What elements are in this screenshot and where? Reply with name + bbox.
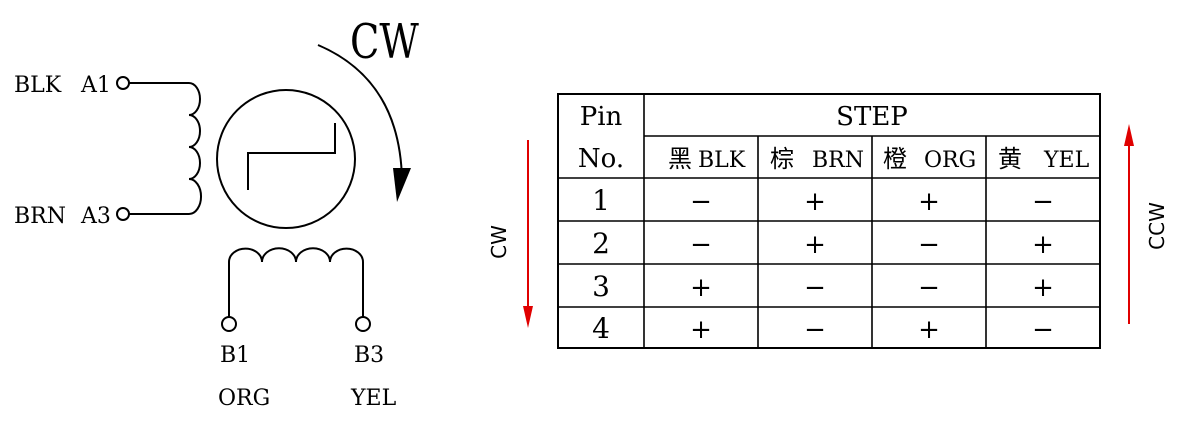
pin-a1-color-label: BLK	[14, 73, 62, 98]
coil-b	[228, 247, 364, 317]
pin-b1-color-label: ORG	[218, 386, 270, 411]
column-header-cn: 黑	[668, 145, 692, 173]
pin-b1-name-label: B1	[220, 343, 250, 368]
pin-b1-terminal	[221, 316, 237, 332]
table-cell: −	[804, 273, 826, 303]
pin-b3-color-label: YEL	[350, 386, 397, 411]
row-number: 1	[592, 184, 610, 217]
table-cell: −	[1032, 187, 1054, 217]
column-header-yel: 黄 YEL	[998, 145, 1090, 173]
table-cell: +	[918, 315, 940, 345]
column-header-cn: 橙	[883, 145, 907, 173]
table-cell: +	[804, 230, 826, 260]
cw-rotation-label: CW	[350, 15, 419, 70]
column-header-cn: 棕	[770, 145, 794, 173]
row-number: 3	[592, 270, 610, 303]
pin-b3-terminal	[355, 316, 371, 332]
table-corner-no: No.	[578, 144, 624, 174]
table-row: 3 + − − +	[592, 270, 1054, 303]
motor-wiring-schematic: CW BLK A1 BRN A3 B1 B3 ORG YEL	[14, 15, 419, 411]
table-row: 1 − + + −	[592, 184, 1054, 217]
pin-a3-name-label: A3	[80, 204, 111, 229]
table-row: 4 + − + −	[592, 312, 1054, 345]
row-number: 2	[592, 227, 610, 260]
table-cell: −	[804, 315, 826, 345]
table-cell: +	[804, 187, 826, 217]
column-header-en: BRN	[812, 148, 864, 173]
pin-a1-terminal	[116, 76, 130, 90]
pin-b3-name-label: B3	[354, 343, 384, 368]
step-symbol	[247, 123, 336, 190]
table-cell: +	[918, 187, 940, 217]
step-sequence-table: Pin No. STEP 黑 BLK 棕 BRN 橙 ORG 黄 YEL 1 −…	[557, 93, 1101, 349]
column-header-en: YEL	[1043, 148, 1090, 173]
table-cell: +	[1032, 273, 1054, 303]
column-header-brn: 棕 BRN	[770, 145, 864, 173]
column-header-blk: 黑 BLK	[668, 145, 746, 173]
column-header-en: ORG	[924, 148, 976, 173]
column-header-en: BLK	[698, 148, 746, 173]
column-header-org: 橙 ORG	[883, 145, 976, 173]
cw-rotation-arc	[317, 44, 403, 181]
coil-a	[129, 82, 203, 215]
table-cell: +	[1032, 230, 1054, 260]
cw-arrowhead	[393, 168, 411, 202]
cw-direction-label: CW	[487, 225, 511, 259]
table-corner-pin: Pin	[580, 102, 623, 132]
pin-a1-name-label: A1	[80, 73, 111, 98]
ccw-direction-arrow: CCW	[1124, 124, 1169, 324]
cw-direction-arrow: CW	[487, 140, 533, 328]
pin-a3-color-label: BRN	[14, 204, 66, 229]
table-cell: −	[1032, 315, 1054, 345]
pin-a3-terminal	[116, 207, 130, 221]
table-cell: −	[918, 273, 940, 303]
table-cell: +	[690, 273, 712, 303]
table-row: 2 − + − +	[592, 227, 1054, 260]
table-cell: −	[918, 230, 940, 260]
table-step-header: STEP	[836, 102, 908, 132]
ccw-direction-label: CCW	[1145, 202, 1169, 250]
motor-rotor-circle	[216, 89, 356, 229]
row-number: 4	[592, 312, 610, 345]
column-header-cn: 黄	[998, 145, 1022, 173]
table-cell: −	[690, 187, 712, 217]
table-cell: +	[690, 315, 712, 345]
table-cell: −	[690, 230, 712, 260]
